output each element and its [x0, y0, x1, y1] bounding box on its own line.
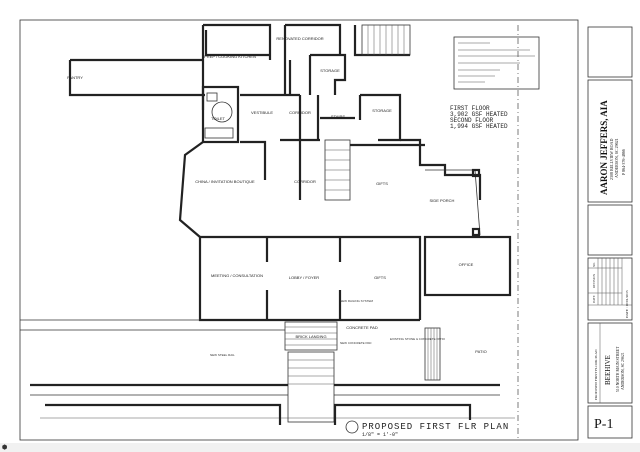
svg-text:2308 BELLVIEW ROAD: 2308 BELLVIEW ROAD	[609, 139, 614, 180]
svg-text:FIRST FLOOR: FIRST FLOOR	[450, 105, 490, 112]
svg-text:P 864-376-4866: P 864-376-4866	[621, 149, 626, 175]
code-notes-lines	[458, 42, 535, 83]
north-arrow-icon	[345, 420, 359, 434]
room-label: SIDE PORCH	[430, 198, 455, 203]
room-label: CHINA / INVITATION BOUTIQUE	[195, 179, 255, 184]
room-label: PREP / COOKING KITCHEN	[204, 54, 256, 59]
footer-strip	[0, 443, 640, 452]
svg-text:SECOND FLOOR: SECOND FLOOR	[450, 117, 494, 124]
svg-text:NEW STEEL RAIL: NEW STEEL RAIL	[210, 353, 235, 357]
svg-text:REVISION: REVISION	[592, 273, 596, 288]
room-label: CORRIDOR	[294, 179, 316, 184]
sheet-number: P-1	[594, 417, 613, 432]
title-block: AARON JEFFERS, AIA 2308 BELLVIEW ROAD AN…	[587, 26, 633, 439]
drawing-title: PROPOSED FIRST FLOOR PLAN	[594, 349, 598, 400]
plan-notes: NEW RAILING SYSTEM NEW CONCRETE PAD EXIS…	[210, 299, 446, 357]
walls	[20, 23, 512, 425]
room-label: PATIO	[475, 349, 486, 354]
room-label: OFFICE	[459, 262, 474, 267]
watermark-logo: ⬢	[2, 445, 8, 451]
room-label: BRICK LANDING	[295, 334, 326, 339]
sheet-border	[19, 19, 579, 441]
architect-stamp	[587, 79, 633, 203]
room-label: STORAGE	[320, 68, 340, 73]
room-label: VESTIBULE	[251, 110, 273, 115]
room-label: CONCRETE PAD	[346, 325, 378, 330]
area-summary: FIRST FLOOR 3,902 GSF HEATED SECOND FLOO…	[450, 105, 508, 130]
room-label: MEETING / CONSULTATION	[211, 273, 263, 278]
plan-title: PROPOSED FIRST FLR PLAN	[362, 422, 509, 432]
svg-text:NO.: NO.	[592, 262, 596, 267]
room-label: RENOVATED CORRIDOR	[276, 36, 323, 41]
room-label: GIFTS	[376, 181, 388, 186]
svg-text:ANDERSON, SC 29621: ANDERSON, SC 29621	[614, 138, 620, 178]
room-label: GIFTS	[374, 275, 386, 280]
project-name: BEEHIVE	[604, 355, 612, 385]
svg-text:1,994 GSF HEATED: 1,994 GSF HEATED	[450, 123, 508, 130]
code-notes-box	[453, 36, 540, 90]
room-label: LOBBY / FOYER	[289, 275, 319, 280]
room-label: TOILET	[211, 116, 225, 121]
svg-text:EXISTING STONE & CONCRETE PATI: EXISTING STONE & CONCRETE PATIO	[390, 337, 446, 341]
svg-text:ANDERSON, SC 29621: ANDERSON, SC 29621	[621, 352, 626, 390]
svg-text:510 NORTH MAIN STREET: 510 NORTH MAIN STREET	[616, 346, 620, 392]
sheet-date: DATE : 10/01/2015	[625, 290, 629, 318]
room-label: STORAGE	[372, 108, 392, 113]
room-labels: PANTRY PREP / COOKING KITCHEN RENOVATED …	[67, 36, 487, 354]
architect-name: AARON JEFFERS, AIA	[599, 100, 609, 195]
room-label: CORRIDOR	[289, 110, 311, 115]
svg-text:NEW RAILING SYSTEM: NEW RAILING SYSTEM	[340, 299, 374, 303]
room-label: PANTRY	[67, 75, 83, 80]
room-label: STAIRS	[331, 114, 345, 119]
plan-scale: 1/8" = 1'-0"	[362, 432, 398, 438]
svg-text:3,902 GSF HEATED: 3,902 GSF HEATED	[450, 111, 508, 118]
svg-text:NEW CONCRETE PAD: NEW CONCRETE PAD	[340, 341, 372, 345]
svg-text:DATE: DATE	[592, 295, 596, 303]
